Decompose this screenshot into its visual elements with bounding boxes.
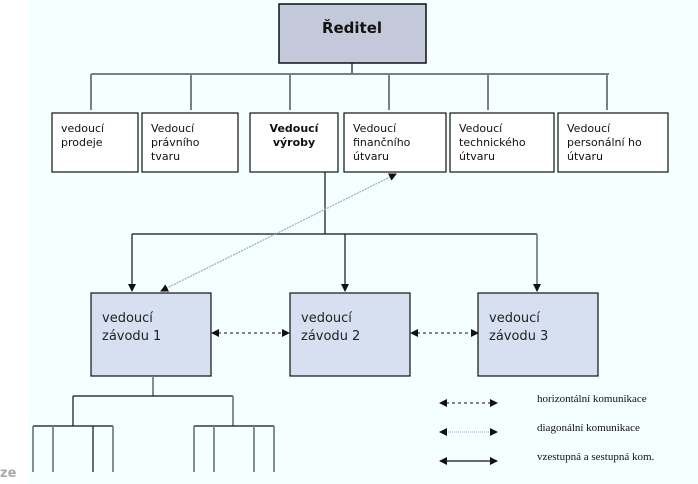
department-head-label: Vedoucí bbox=[270, 122, 320, 135]
cropped-side-text: ze bbox=[0, 466, 17, 481]
department-head-label: finančního bbox=[353, 136, 411, 149]
department-head-label: útvaru bbox=[353, 150, 389, 163]
legend: horizontální komunikace diagonální komuni… bbox=[439, 393, 655, 465]
legend-item: diagonální komunikace bbox=[439, 422, 640, 436]
department-head-label: technického bbox=[459, 136, 526, 149]
legend-item: vzestupná a sestupná kom. bbox=[439, 451, 655, 465]
plant-head-label: vedoucí bbox=[489, 311, 540, 326]
legend-label: diagonální komunikace bbox=[537, 422, 640, 434]
director-connectors bbox=[90, 63, 609, 110]
director-node: Ředitel bbox=[278, 3, 427, 64]
department-head-label: Vedoucí bbox=[151, 122, 195, 135]
production-connectors bbox=[128, 172, 541, 292]
plant-head-label: závodu 1 bbox=[102, 329, 161, 344]
director-label: Ředitel bbox=[322, 18, 382, 37]
legend-item: horizontální komunikace bbox=[439, 393, 647, 407]
plant-head-node: vedoucí závodu 3 bbox=[477, 292, 599, 377]
department-head-label: personální ho bbox=[567, 136, 642, 149]
department-head-label: Vedoucí bbox=[567, 122, 611, 135]
department-head-label: výroby bbox=[273, 136, 315, 149]
department-heads: vedoucíprodejeVedoucíprávníhotvaruVedouc… bbox=[51, 112, 669, 173]
department-head-label: vedoucí bbox=[61, 122, 105, 135]
plant-head-label: závodu 2 bbox=[301, 329, 360, 344]
plant-head-label: vedoucí bbox=[102, 311, 153, 326]
plant-1-subtree bbox=[32, 376, 275, 472]
department-head-label: Vedoucí bbox=[353, 122, 397, 135]
department-head-label: útvaru bbox=[459, 150, 495, 163]
plant-head-label: vedoucí bbox=[301, 311, 352, 326]
department-head-label: právního bbox=[151, 136, 200, 149]
department-head-label: prodeje bbox=[61, 136, 103, 149]
legend-label: vzestupná a sestupná kom. bbox=[537, 451, 655, 463]
department-head-label: Vedoucí bbox=[459, 122, 503, 135]
department-head-label: útvaru bbox=[567, 150, 603, 163]
plant-head-label: závodu 3 bbox=[489, 329, 548, 344]
plant-head-node: vedoucí závodu 2 bbox=[289, 292, 411, 377]
plant-head-node: vedoucí závodu 1 bbox=[90, 292, 212, 377]
legend-label: horizontální komunikace bbox=[537, 393, 647, 405]
department-head-label: tvaru bbox=[151, 150, 180, 163]
diagonal-communication-line bbox=[160, 173, 397, 292]
plant-heads: vedoucí závodu 1 vedoucí závodu 2 vedoucí záv… bbox=[90, 292, 599, 377]
